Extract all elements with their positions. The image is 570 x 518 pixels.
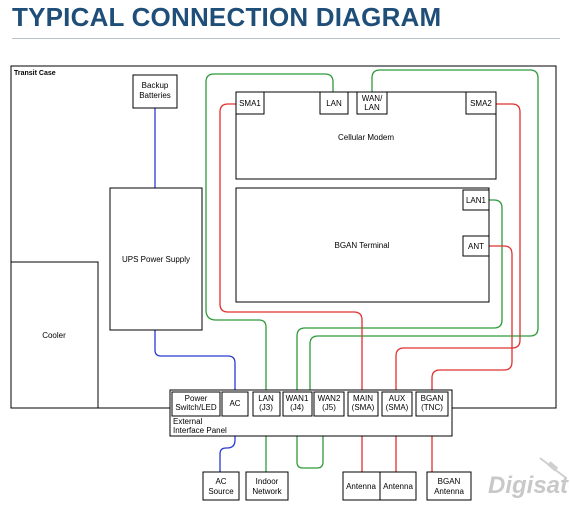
modem-port-sma2-label: SMA2 <box>470 99 492 108</box>
panel-port-bgan-label-1: BGAN <box>421 394 444 403</box>
ac-source <box>202 471 240 501</box>
wire-modem-wan-to-panel-wan2 <box>309 69 539 390</box>
panel-port-aux-label-2: (SMA) <box>386 403 409 412</box>
bgan-port-lan1-label: LAN1 <box>466 196 487 205</box>
antenna-aux-label: Antenna <box>383 482 413 491</box>
indoor-network-label-2: Network <box>252 487 282 496</box>
panel-port-lan-j3 <box>252 391 281 417</box>
title-divider <box>12 38 560 39</box>
modem-port-lan-label: LAN <box>326 99 342 108</box>
backup-batteries-label-1: Backup <box>142 81 169 90</box>
bgan-antenna-label-1: BGAN <box>438 477 461 486</box>
interface-panel-label-1: External <box>173 417 203 426</box>
wire-bgan-lan1-to-panel-wan1 <box>296 199 503 392</box>
ups-power-supply <box>109 187 203 331</box>
wire-bgan-ant-to-panel-bgan <box>431 245 513 392</box>
panel-port-lan-label-1: LAN <box>258 394 274 403</box>
ups-power-supply-label: UPS Power Supply <box>122 255 190 264</box>
power-wires <box>154 108 236 472</box>
ethernet-wires <box>205 69 539 472</box>
bgan-terminal-label: BGAN Terminal <box>335 241 390 250</box>
indoor-network <box>245 471 289 501</box>
panel-port-main-label-1: MAIN <box>353 394 373 403</box>
panel-port-power-label-2: Switch/LED <box>175 403 217 412</box>
panel-port-lan-label-2: (J3) <box>259 403 273 412</box>
backup-batteries-label-2: Batteries <box>139 91 171 100</box>
bgan-port-ant-label: ANT <box>468 242 484 251</box>
modem-port-sma2 <box>465 91 497 115</box>
wire-modem-sma1-to-panel-main <box>219 103 363 392</box>
modem-port-lan <box>319 91 349 115</box>
panel-port-wan2-label-1: WAN2 <box>318 394 341 403</box>
panel-port-wan1-label-1: WAN1 <box>286 394 309 403</box>
bgan-terminal <box>235 187 490 303</box>
panel-port-aux-sma <box>381 391 413 417</box>
ac-source-label-2: Source <box>208 487 234 496</box>
wire-ups-to-panel-ac <box>154 330 236 392</box>
modem-port-sma1-label: SMA1 <box>239 99 261 108</box>
antenna-main <box>342 471 381 501</box>
backup-batteries <box>132 74 178 109</box>
wire-wan-loop <box>296 416 324 469</box>
panel-port-main-sma <box>347 391 379 417</box>
bgan-port-lan1 <box>462 189 490 211</box>
interface-panel-label-2: Interface Panel <box>173 426 227 435</box>
panel-port-ac-label: AC <box>229 399 240 408</box>
panel-port-ac <box>221 391 249 417</box>
bgan-port-ant <box>462 235 490 257</box>
cellular-modem-label: Cellular Modem <box>338 133 394 142</box>
panel-port-wan2-j5 <box>313 391 345 417</box>
bgan-antenna <box>426 471 472 501</box>
cooler <box>10 261 99 409</box>
panel-port-main-label-2: (SMA) <box>352 403 375 412</box>
digisat-logo: Digisat <box>488 472 569 499</box>
cooler-label: Cooler <box>42 331 66 340</box>
antenna-aux <box>379 471 417 501</box>
panel-port-power-label-1: Power <box>185 394 208 403</box>
indoor-network-label-1: Indoor <box>256 477 279 486</box>
ac-source-label-1: AC <box>215 477 226 486</box>
panel-port-aux-label-1: AUX <box>389 394 406 403</box>
antenna-main-label: Antenna <box>346 482 376 491</box>
wire-modem-sma2-to-panel-aux <box>395 103 521 392</box>
cellular-modem <box>235 91 497 180</box>
panel-port-power-switch <box>171 391 221 417</box>
panel-port-wan1-j4 <box>282 391 313 417</box>
modem-port-wan-label-1: WAN/ <box>362 94 383 103</box>
panel-port-bgan-tnc <box>415 391 449 417</box>
panel-port-wan2-label-2: (J5) <box>322 403 336 412</box>
wire-panel-ac-to-ac-source <box>219 416 236 472</box>
transit-case-label: Transit Case <box>14 70 56 77</box>
bgan-antenna-label-2: Antenna <box>434 487 464 496</box>
panel-port-wan1-label-2: (J4) <box>290 403 304 412</box>
wire-modem-lan-to-panel-lan <box>205 73 334 392</box>
page-title: TYPICAL CONNECTION DIAGRAM <box>12 2 442 32</box>
rf-wires <box>219 103 521 472</box>
modem-port-wan-lan <box>356 91 388 115</box>
modem-port-wan-label-2: LAN <box>364 103 380 112</box>
modem-port-sma1 <box>235 91 265 115</box>
panel-port-bgan-label-2: (TNC) <box>421 403 443 412</box>
satellite-icon <box>539 457 567 479</box>
